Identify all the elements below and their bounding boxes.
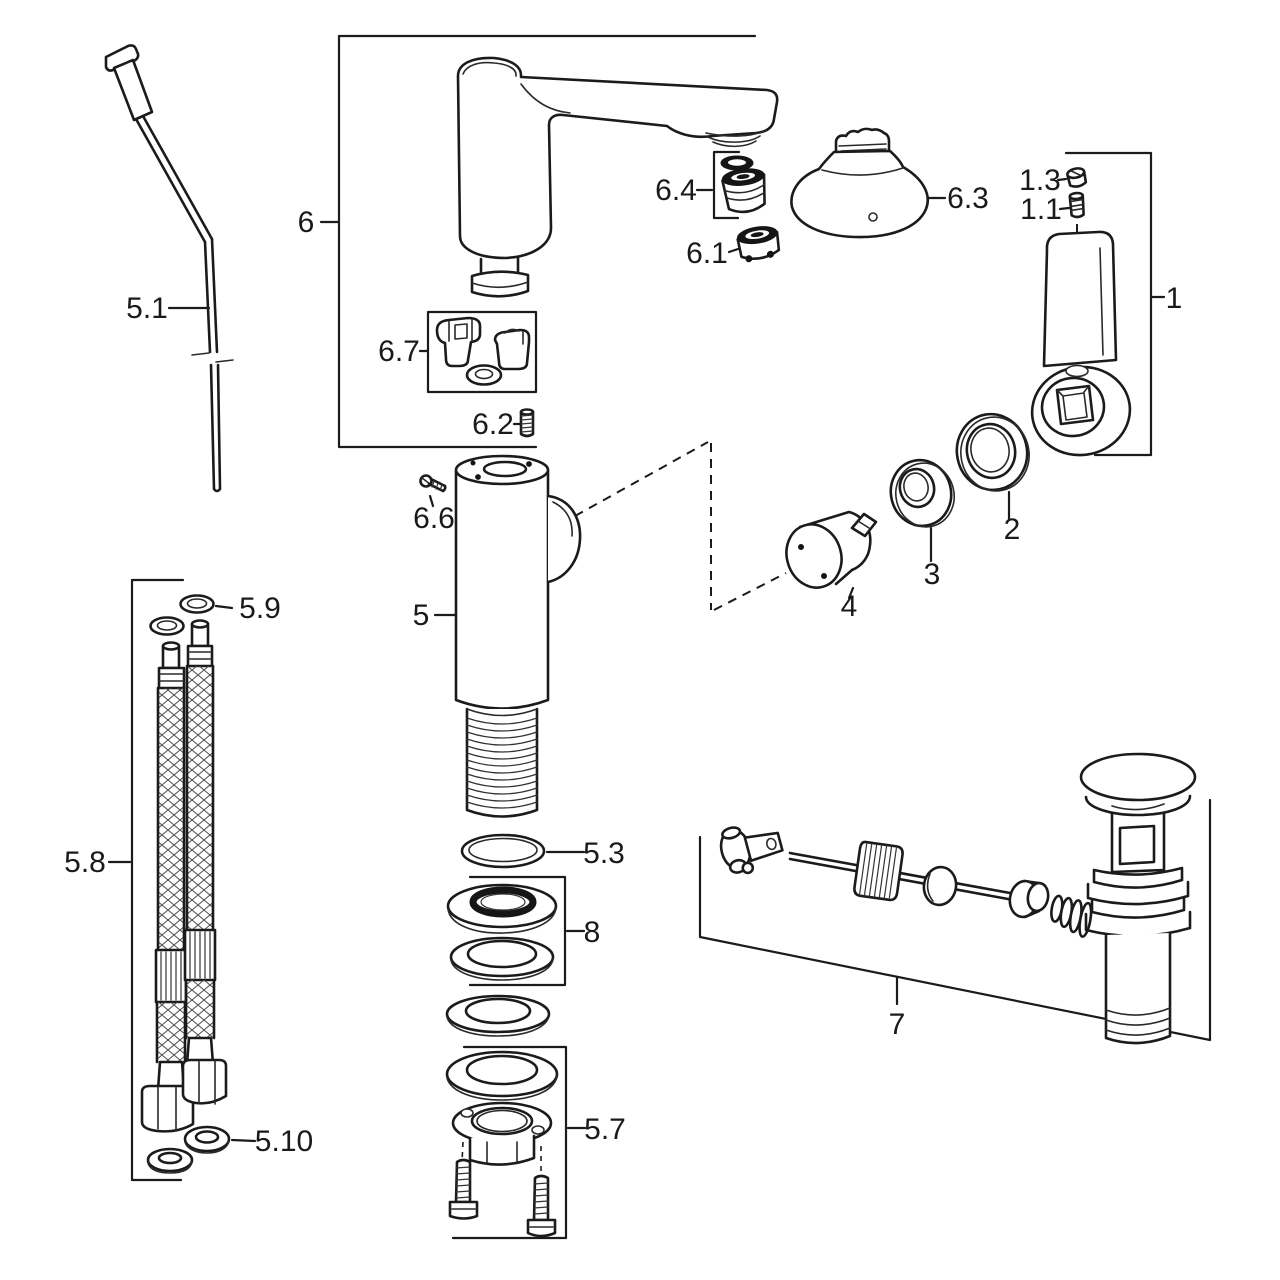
part-washer-set-8 — [446, 875, 586, 987]
part-connection-hoses — [107, 578, 228, 1182]
part-pull-rod — [104, 44, 234, 493]
part-washers-5-10 — [146, 1125, 257, 1174]
part-popup-waste — [698, 752, 1212, 1045]
callout-4: 4 — [841, 590, 858, 623]
part-set-screw-1-1 — [1058, 191, 1085, 219]
part-washer-middle — [445, 994, 551, 1037]
part-o-ring-5-3 — [460, 833, 586, 869]
callout-8: 8 — [584, 916, 601, 949]
waste-drain-body — [1079, 752, 1197, 1045]
callout-3: 3 — [924, 558, 941, 591]
flange-screw-left — [448, 1158, 479, 1220]
part-bearing-ring-3 — [889, 458, 955, 563]
part-faucet-body — [433, 441, 787, 818]
callout-7: 7 — [889, 1008, 906, 1041]
callout-1-1: 1.1 — [1020, 193, 1062, 226]
part-aerator-housing-6-3 — [790, 127, 947, 239]
callout-5-8: 5.8 — [64, 846, 106, 879]
part-flow-insert-6-1 — [727, 226, 781, 263]
callout-5-3: 5.3 — [583, 837, 625, 870]
part-screw-6-6 — [419, 474, 447, 508]
callout-2: 2 — [1004, 513, 1021, 546]
part-plug-screw-1-3 — [1056, 167, 1088, 188]
callout-labels: 6 5.1 6.4 6.1 6.3 1.3 1.1 1 6.7 6.2 6.6 … — [64, 164, 1182, 1158]
callout-6-6: 6.6 — [413, 502, 455, 535]
callout-5: 5 — [413, 599, 430, 632]
callout-5-10: 5.10 — [255, 1125, 313, 1158]
callout-6-1: 6.1 — [686, 237, 728, 270]
part-mounting-flange-5-7 — [445, 1045, 587, 1240]
waste-knurled-nut — [853, 840, 904, 902]
part-cap-ring-2 — [955, 412, 1030, 521]
callout-5-7: 5.7 — [584, 1113, 626, 1146]
part-spout — [456, 56, 779, 298]
part-lever-handle — [1030, 151, 1166, 457]
callout-5-1: 5.1 — [126, 292, 168, 325]
part-o-ring-5-9 — [149, 594, 234, 636]
callout-6: 6 — [298, 206, 315, 239]
waste-clevis — [719, 826, 784, 875]
part-cartridge — [785, 510, 878, 600]
callout-1-3: 1.3 — [1019, 164, 1061, 197]
part-fixing-set-6-7 — [418, 310, 538, 394]
callout-6-3: 6.3 — [947, 182, 989, 215]
part-grub-screw-6-2 — [512, 408, 535, 438]
bracket-group-6 — [319, 34, 757, 449]
callout-6-2: 6.2 — [472, 408, 514, 441]
callout-6-4: 6.4 — [655, 174, 697, 207]
callout-1: 1 — [1166, 282, 1183, 315]
part-aerator-6-4 — [695, 150, 766, 220]
hose-left — [140, 641, 195, 1133]
callout-5-9: 5.9 — [239, 592, 281, 625]
hose-right — [181, 619, 228, 1105]
flange-screw-right — [526, 1174, 557, 1238]
callout-6-7: 6.7 — [378, 335, 420, 368]
